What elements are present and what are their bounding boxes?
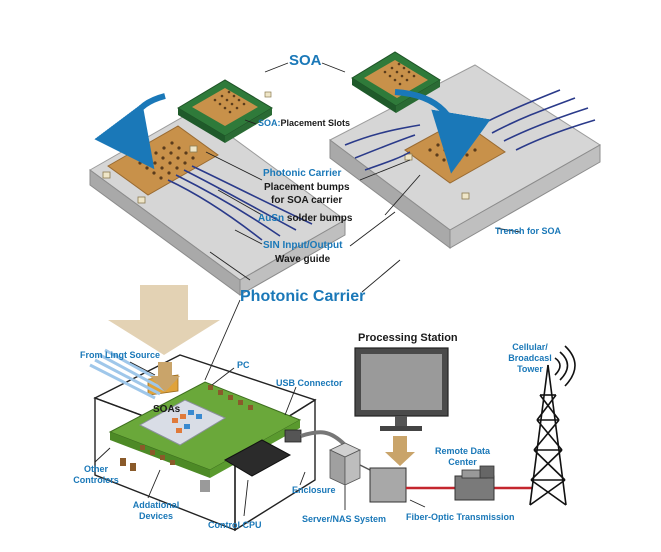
cellular-label-line1: Cellular/ <box>512 342 548 352</box>
ausn-label: AuSn solder bumps <box>258 213 352 224</box>
remote-data-center-line2: Center <box>448 457 477 467</box>
trench-label: Trench for SOA <box>495 226 562 236</box>
ausn-prefix: AuSn <box>258 213 285 224</box>
soa-title: SOA <box>289 52 322 69</box>
additional-devices-line2: Devices <box>138 511 174 521</box>
placement-arrow-right <box>394 89 491 174</box>
placement-arrow-left <box>94 93 166 170</box>
remote-data-center <box>454 465 495 501</box>
enclosure-label: Enclosure <box>292 485 336 495</box>
process-down-arrow <box>108 285 220 355</box>
soa-array <box>172 410 202 433</box>
server-nas-label: Server/NAS System <box>302 514 387 524</box>
leader-lines-bottom <box>94 361 426 517</box>
cellular-label-line2: Broadcasl <box>508 353 552 363</box>
soa-slots-prefix: SOA: <box>258 118 281 128</box>
cellular-label-line3: Tower <box>517 364 543 374</box>
processing-monitor <box>354 347 449 431</box>
photonic-carrier-big-label: Photonic Carrier <box>240 288 366 305</box>
soa-chip-left <box>177 79 273 143</box>
other-controllers-line2: Controlers <box>73 475 119 485</box>
control-cpu-label: Control CPU <box>208 520 262 530</box>
soa-placement-slots-label: SOA:Placement Slots <box>258 118 350 128</box>
sin-label-line2: Wave guide <box>275 254 331 265</box>
cellular-tower <box>529 345 576 506</box>
remote-data-center-line1: Remote Data <box>434 446 490 456</box>
monitor-down-arrow <box>385 436 415 466</box>
processing-box <box>369 467 407 503</box>
processing-station-label: Processing Station <box>358 332 458 344</box>
usb-cable <box>300 430 347 447</box>
additional-devices-line1: Addational <box>132 500 180 510</box>
other-controllers-line1: Other <box>83 464 108 474</box>
placement-bumps-line2: for SOA carrier <box>271 195 343 206</box>
from-light-source-label: From Lingt Source <box>80 350 161 360</box>
leader-lines-top <box>205 62 521 293</box>
sin-label-line1: SIN Input/Output <box>263 240 343 251</box>
ausn-suffix: solder bumps <box>284 213 353 224</box>
usb-connector-part <box>284 429 302 443</box>
soas-chip-label: SOAs <box>153 404 181 415</box>
control-cpu-chip <box>223 439 292 477</box>
left-waveguides <box>167 165 313 241</box>
photonic-carrier-small-label: Photonic Carrier <box>263 168 342 179</box>
server-nas-box <box>329 442 361 486</box>
usb-connector-label: USB Connector <box>276 378 343 388</box>
enclosure <box>89 348 317 532</box>
fiber-optic-label: Fiber-Optic Transmission <box>406 512 515 522</box>
pc-label: PC <box>237 360 250 370</box>
placement-bumps-line1: Placement bumps <box>264 182 350 193</box>
soa-slots-suffix: Placement Slots <box>280 118 351 128</box>
